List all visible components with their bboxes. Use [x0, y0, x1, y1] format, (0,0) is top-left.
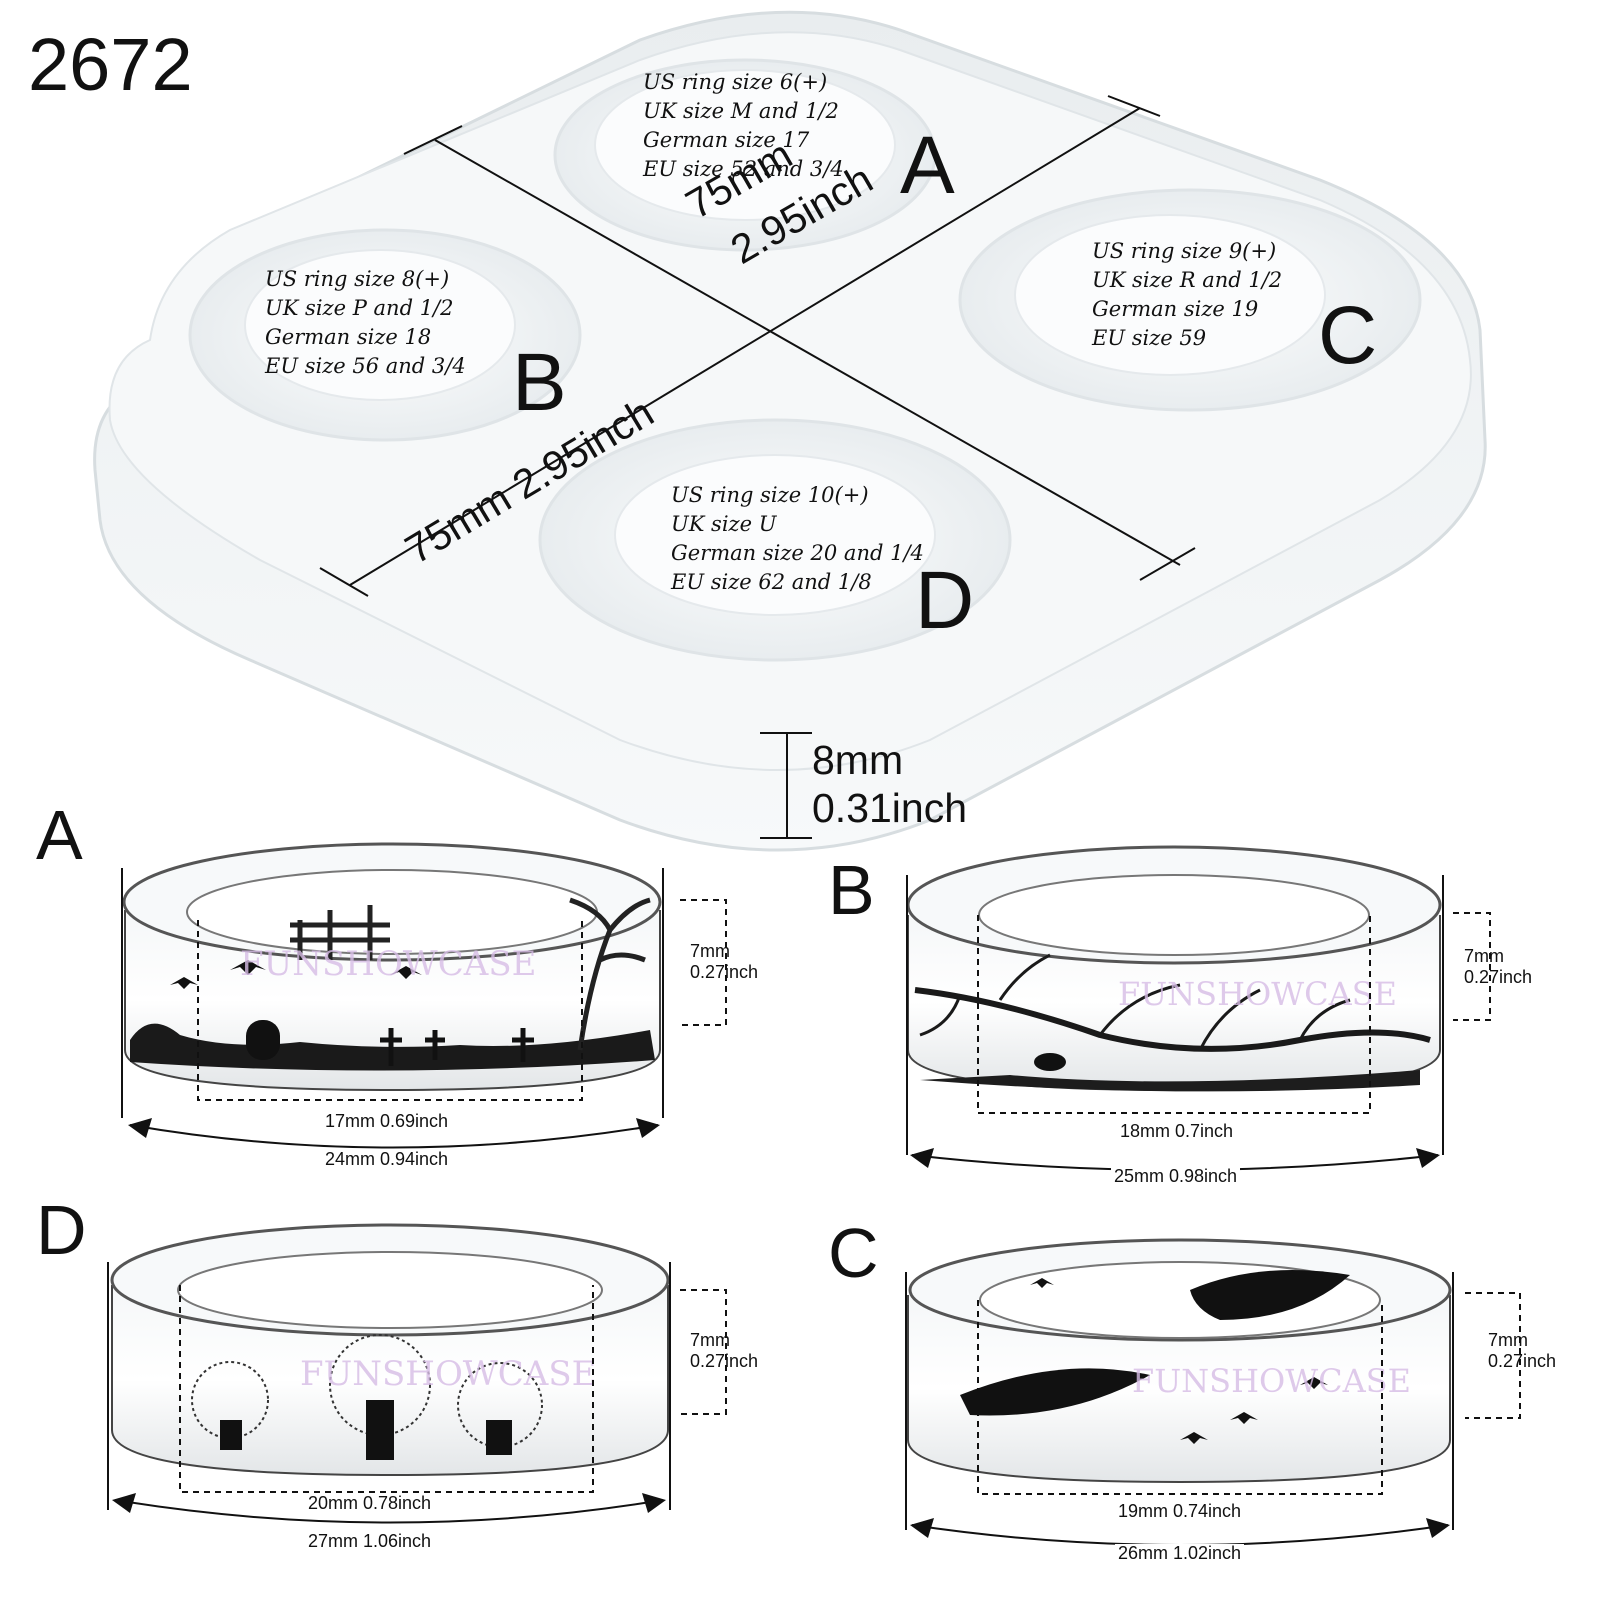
cavity-c-eu: EU size 59 — [1092, 326, 1207, 350]
ring-c-height-inch: 0.27inch — [1488, 1351, 1557, 1371]
ring-a-height-mm: 7mm — [690, 941, 730, 961]
cavity-c — [958, 188, 1422, 412]
cavity-a-german: German size 17 — [643, 128, 810, 152]
cavity-b-uk: UK size P and 1/2 — [265, 296, 454, 320]
ring-b-height-mm: 7mm — [1464, 946, 1504, 966]
ring-b: FUNSHOWCASE — [906, 845, 1442, 1092]
cavity-b-letter: B — [512, 337, 567, 428]
ring-d-height: 7mm 0.27inch — [690, 1330, 758, 1372]
ring-a-letter: A — [36, 796, 83, 874]
ring-d-height-inch: 0.27inch — [690, 1351, 759, 1371]
cavity-a-uk: UK size M and 1/2 — [643, 99, 839, 123]
ring-b-height-inch: 0.27inch — [1464, 967, 1533, 987]
watermark-d: FUNSHOWCASE — [300, 1354, 596, 1394]
cavity-c-letter: C — [1318, 290, 1378, 381]
ring-d-height-mm: 7mm — [690, 1330, 730, 1350]
cavity-c-uk: UK size R and 1/2 — [1092, 268, 1283, 292]
cavity-a-eu: EU size 52 and 3/4 — [643, 157, 844, 181]
ring-c-outer: 26mm 1.02inch — [1115, 1544, 1245, 1562]
ring-c: FUNSHOWCASE — [907, 1238, 1452, 1484]
ring-c-inner: 19mm 0.74inch — [1115, 1502, 1245, 1520]
watermark-c: FUNSHOWCASE — [1132, 1362, 1411, 1400]
cavity-d-sizes: US ring size 10(+) UK size U German size… — [671, 481, 924, 597]
ring-d-letter: D — [36, 1191, 87, 1269]
cavity-d — [538, 418, 1012, 662]
cavity-d-uk: UK size U — [671, 512, 777, 536]
ring-a-height: 7mm 0.27inch — [690, 941, 758, 983]
cavity-d-us: US ring size 10(+) — [671, 483, 869, 507]
watermark-a: FUNSHOWCASE — [240, 944, 536, 984]
ring-a-height-inch: 0.27inch — [690, 962, 759, 982]
ring-a-inner: 17mm 0.69inch — [322, 1112, 452, 1130]
ring-c-height: 7mm 0.27inch — [1488, 1330, 1556, 1372]
cavity-b-sizes: US ring size 8(+) UK size P and 1/2 Germ… — [265, 265, 466, 381]
cavity-a-sizes: US ring size 6(+) UK size M and 1/2 Germ… — [643, 68, 844, 184]
cavity-b-us: US ring size 8(+) — [265, 267, 450, 291]
product-code: 2672 — [28, 23, 193, 106]
ring-c-letter: C — [828, 1214, 879, 1292]
cavity-b-eu: EU size 56 and 3/4 — [265, 354, 466, 378]
cavity-d-eu: EU size 62 and 1/8 — [671, 570, 872, 594]
cavity-a — [553, 58, 937, 252]
cavity-c-sizes: US ring size 9(+) UK size R and 1/2 Germ… — [1092, 237, 1282, 353]
cavity-d-german: German size 20 and 1/4 — [671, 541, 924, 565]
mold-dimension-lines — [319, 95, 1196, 839]
cavity-b-german: German size 18 — [265, 325, 432, 349]
ring-d: FUNSHOWCASE — [110, 1223, 670, 1477]
mold-thickness-inch: 0.31inch — [812, 785, 968, 831]
ring-c-height-mm: 7mm — [1488, 1330, 1528, 1350]
cavity-c-us: US ring size 9(+) — [1092, 239, 1277, 263]
mold-thickness-mm: 8mm — [812, 737, 904, 783]
cavity-a-us: US ring size 6(+) — [643, 70, 828, 94]
ring-a: FUNSHOWCASE — [122, 842, 662, 1092]
cavity-d-letter: D — [915, 555, 975, 646]
watermark-b: FUNSHOWCASE — [1118, 975, 1397, 1013]
ring-b-inner: 18mm 0.7inch — [1117, 1122, 1237, 1140]
cavity-c-german: German size 19 — [1092, 297, 1259, 321]
ring-b-outer: 25mm 0.98inch — [1111, 1167, 1241, 1185]
ring-b-letter: B — [828, 851, 875, 929]
cavity-a-letter: A — [900, 120, 955, 211]
ring-arrowheads — [112, 1118, 1450, 1538]
ring-b-height: 7mm 0.27inch — [1464, 946, 1532, 988]
ring-a-outer: 24mm 0.94inch — [322, 1150, 452, 1168]
cavity-b — [188, 228, 582, 442]
ring-d-outer: 27mm 1.06inch — [305, 1532, 435, 1550]
ring-d-inner: 20mm 0.78inch — [305, 1494, 435, 1512]
ring-dimension-guides — [107, 868, 1521, 1546]
